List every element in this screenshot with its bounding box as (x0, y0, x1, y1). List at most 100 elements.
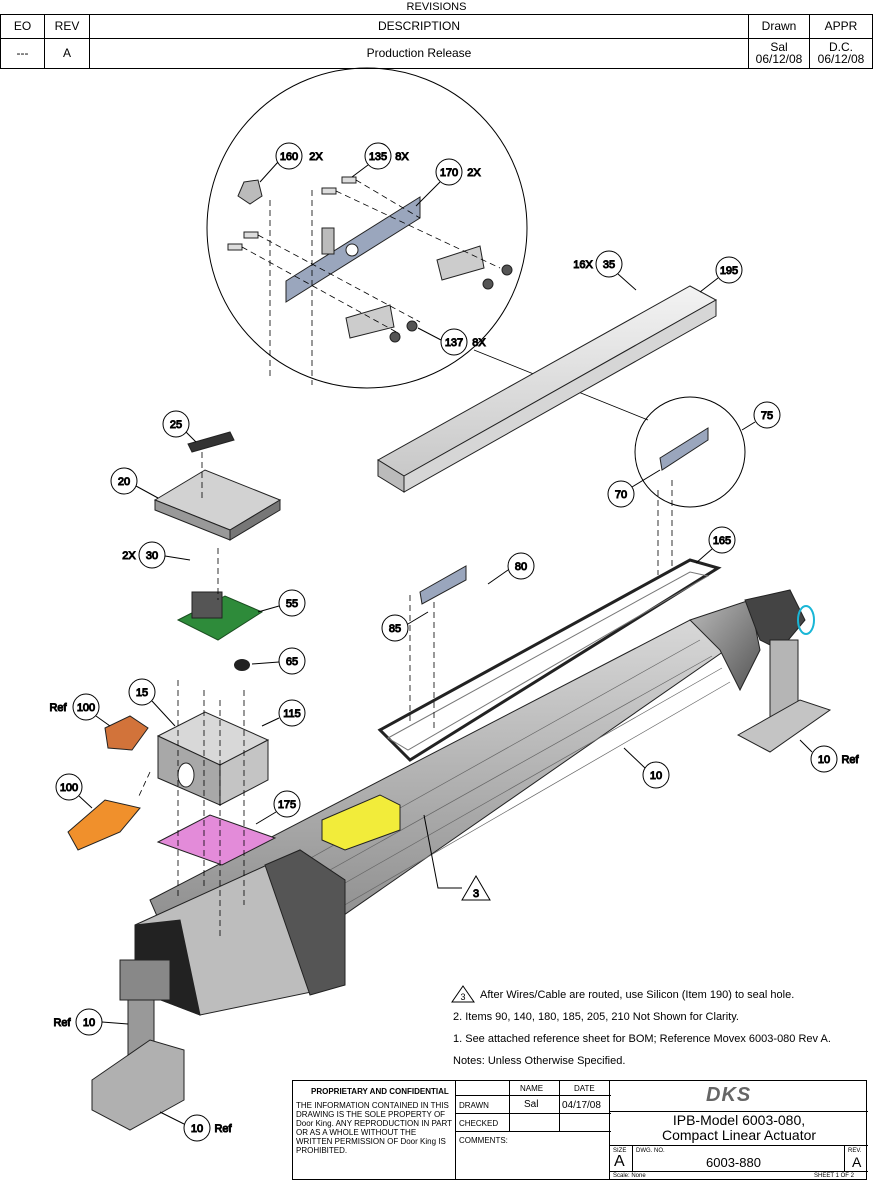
nut-160 (237, 179, 263, 205)
callout-135-num: 135 (369, 151, 387, 163)
callout-170-qty: 2X (467, 167, 481, 179)
note-3-flag: 3 (460, 992, 465, 1002)
frame-165-inner (386, 571, 710, 751)
callout-137-qty: 8X (472, 337, 486, 349)
callout-70-num: 70 (615, 489, 627, 501)
rail-195-top (377, 285, 718, 477)
proprietary-text: THE INFORMATION CONTAINED IN THIS DRAWIN… (296, 1101, 452, 1155)
plate-85 (419, 565, 467, 605)
callout-100-ref-num: 100 (77, 702, 95, 714)
approval-divider-3 (456, 1131, 611, 1132)
callout-3: 3 (423, 814, 491, 901)
dks-logo: DKS (706, 1084, 752, 1106)
stack-dashed-lines (137, 452, 245, 940)
appr-header: APPR (809, 13, 873, 39)
title-box: DKS IPB-Model 6003-080, Compact Linear A… (609, 1080, 868, 1180)
callout-100: 100 (55, 773, 93, 809)
callout-170-num: 170 (440, 167, 458, 179)
callout-100-ref-qty: Ref (49, 702, 67, 714)
callout-75-num: 75 (761, 410, 773, 422)
callout-15: 15 (128, 678, 176, 727)
frame-165 (377, 558, 722, 762)
dwg-no-value: 6003-880 (706, 1155, 761, 1170)
sealed-block-3 (321, 794, 401, 851)
callout-30-num: 30 (146, 550, 158, 562)
drawn-name: Sal (770, 40, 788, 54)
proprietary-box: PROPRIETARY AND CONFIDENTIAL THE INFORMA… (292, 1080, 456, 1180)
callout-80: 80 (487, 552, 535, 585)
approval-col-1 (509, 1081, 510, 1131)
notes-header: Notes: Unless Otherwise Specified. (453, 1055, 626, 1067)
rail-195-side (403, 299, 717, 493)
note-3: After Wires/Cable are routed, use Silico… (480, 989, 795, 1001)
title-divider-1 (610, 1111, 868, 1112)
callout-65: 65 (251, 647, 306, 675)
nuts-137 (389, 264, 513, 343)
drawn-date-value: 04/17/08 (562, 1100, 601, 1111)
callout-165: 165 (695, 526, 736, 564)
callout-165-num: 165 (713, 535, 731, 547)
clip-pin (797, 605, 815, 635)
note-1: 1. See attached reference sheet for BOM;… (453, 1033, 831, 1045)
actuator-nose-cone (689, 599, 761, 692)
callout-85: 85 (381, 611, 429, 642)
plate-70 (659, 427, 709, 471)
clevis (119, 959, 171, 1001)
note-3-triangle (451, 985, 475, 1003)
description-value: Production Release (89, 37, 749, 69)
callout-160-qty: 2X (309, 151, 323, 163)
callout-115: 115 (261, 699, 306, 727)
callout-35-num: 35 (603, 259, 615, 271)
callout-135-qty: 8X (395, 151, 409, 163)
callout-25: 25 (162, 410, 197, 443)
dwg-label: DWG. NO. (636, 1148, 665, 1154)
appr-name: D.C. (829, 40, 853, 54)
approval-divider-2 (456, 1113, 611, 1114)
callout-10-rear-qty: Ref (841, 754, 859, 766)
callout-20-num: 20 (118, 476, 130, 488)
size-value: A (614, 1153, 625, 1170)
callout-10-front-qty: Ref (53, 1017, 71, 1029)
callout-10-bottom-qty: Ref (214, 1123, 232, 1135)
callout-170: 170 2X (415, 158, 482, 207)
detail-circle-right (634, 396, 746, 508)
callout-30-qty: 2X (122, 550, 136, 562)
clamp-a (436, 245, 485, 281)
plate-hole (345, 243, 359, 257)
name-header: NAME (520, 1084, 544, 1093)
callout-175: 175 (255, 790, 301, 825)
callout-100-num: 100 (60, 782, 78, 794)
label-25 (187, 431, 235, 453)
motor-gearbox (264, 849, 346, 996)
grommet-65 (234, 659, 250, 671)
comments-label: COMMENTS: (459, 1136, 508, 1145)
nut-100-ref (104, 715, 149, 751)
title-line-1: IPB-Model 6003-080, (672, 1112, 806, 1128)
rev-label: REV. (848, 1148, 862, 1154)
rear-bracket-base (736, 699, 832, 753)
callout-55-num: 55 (286, 598, 298, 610)
frame-dashed-lines (409, 480, 673, 730)
callout-175-num: 175 (278, 799, 296, 811)
title-col-2 (844, 1145, 845, 1171)
drawn-header: Drawn (748, 13, 810, 39)
pcb-connector (191, 591, 223, 619)
callout-10-body-num: 10 (650, 770, 662, 782)
checked-label: CHECKED (459, 1119, 499, 1128)
size-label: SIZE (613, 1148, 627, 1154)
revisions-table: REVISIONS EO REV DESCRIPTION Drawn APPR … (0, 0, 873, 69)
date-header: DATE (574, 1084, 595, 1093)
appr-value: D.C.06/12/08 (809, 37, 873, 69)
title-line-2: Compact Linear Actuator (661, 1127, 817, 1143)
callout-80-num: 80 (515, 561, 527, 573)
standoff (321, 227, 335, 255)
callout-135: 135 8X (351, 142, 410, 178)
